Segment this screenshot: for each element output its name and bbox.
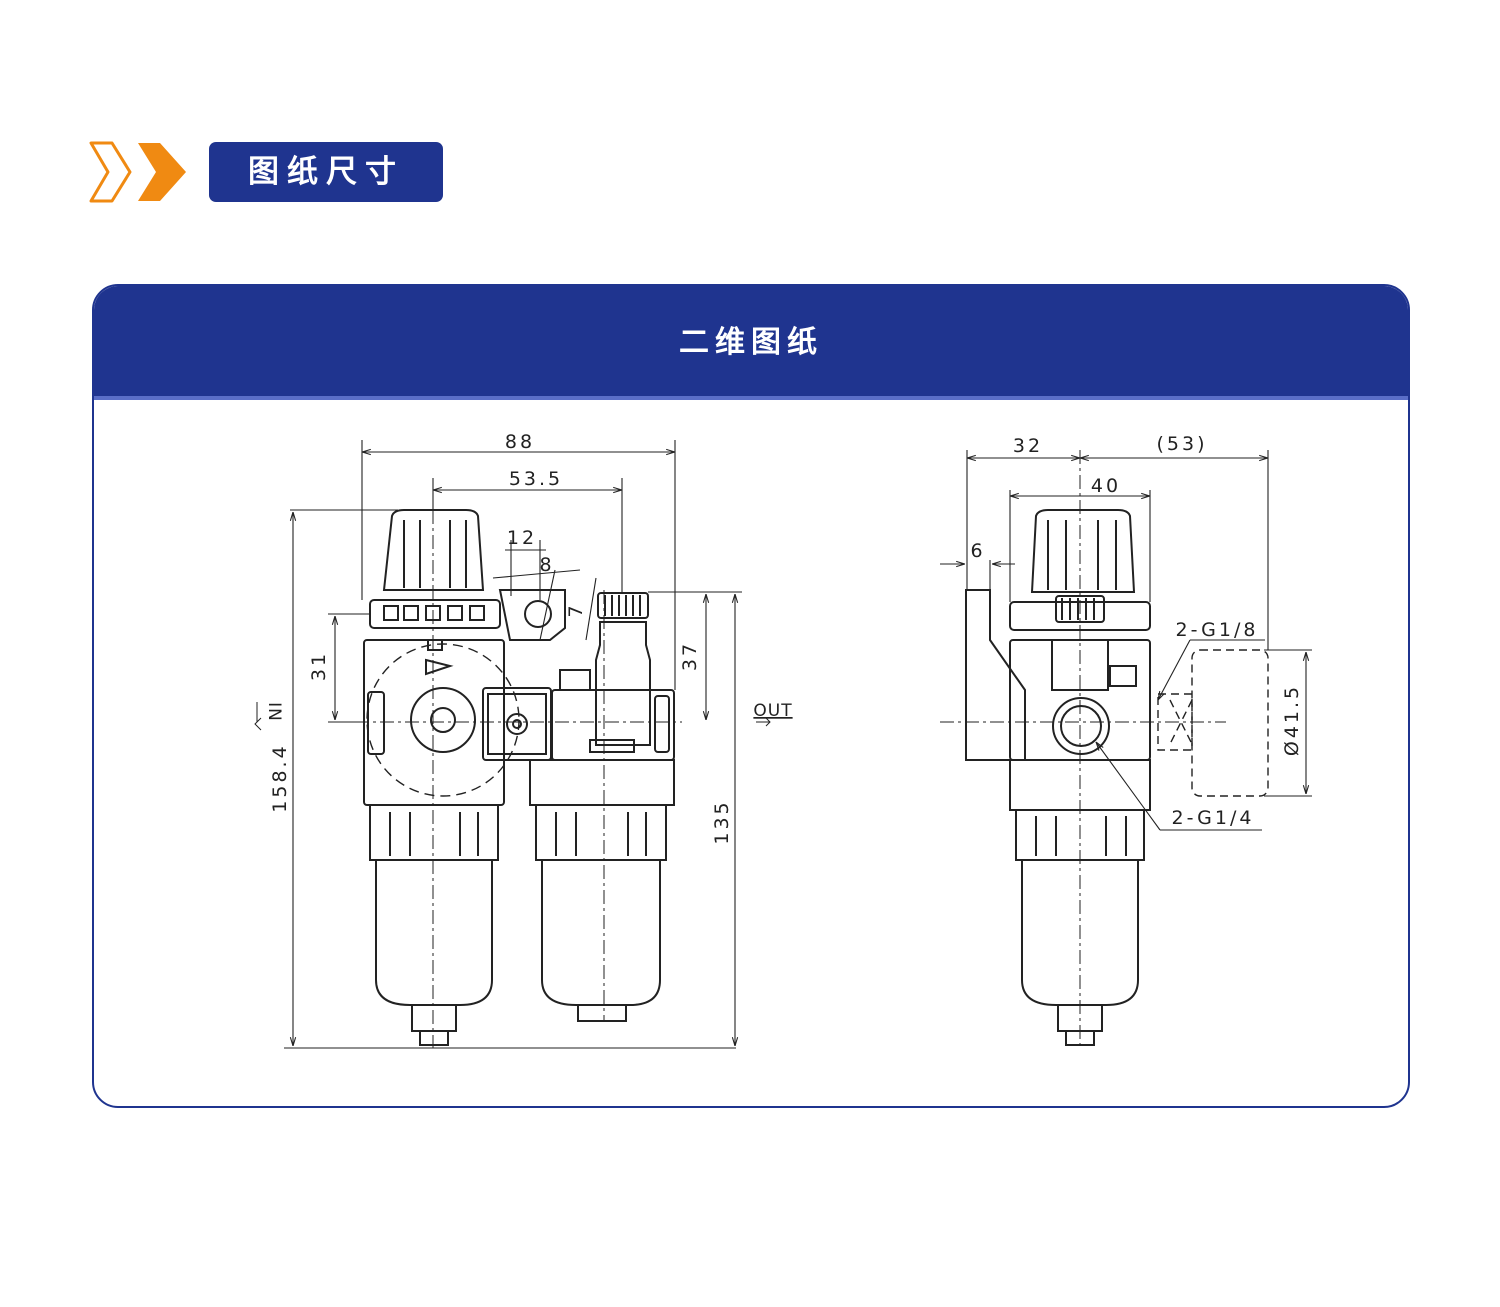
dim-height-31: 31	[308, 651, 330, 681]
dim-bracket-hole: 8	[539, 554, 554, 576]
section-title: 图纸尺寸	[209, 142, 443, 202]
dim-port-g14: 2-G1/4	[1172, 807, 1255, 829]
dim-diameter: Ø41.5	[1281, 684, 1303, 756]
side-bracket	[965, 589, 1026, 761]
dim-height-135: 135	[711, 799, 733, 844]
dim-depth-40: 40	[1091, 475, 1121, 497]
lubricator-top	[559, 592, 651, 746]
gauge-block	[482, 687, 552, 761]
label-in: IN	[264, 702, 284, 722]
dim-port-g18: 2-G1/8	[1176, 619, 1259, 641]
label-out: OUT	[753, 701, 792, 721]
dim-overall-width: 88	[505, 431, 535, 453]
dim-bracket-offset: 7	[565, 602, 587, 617]
side-view: 32 (53) 40 6 2-G1/8 2-G1/4 Ø41.5	[940, 433, 1312, 1048]
filter-bowl	[369, 804, 499, 1046]
dim-height-37: 37	[679, 641, 701, 671]
dim-depth-53: (53)	[1156, 433, 1207, 455]
dim-bracket-width: 12	[507, 527, 537, 549]
panel-title: 二维图纸	[94, 286, 1408, 400]
front-view: 88 53.5 12 8 7 31 37 158.4 135 IN OUT	[254, 431, 792, 1049]
lubricator-body	[551, 689, 675, 761]
dim-bracket-6: 6	[970, 540, 985, 562]
dim-overall-height: 158.4	[269, 743, 291, 812]
lubricator-bowl	[529, 759, 675, 1022]
mounting-bracket	[498, 589, 566, 641]
dim-port-offset: 53.5	[509, 468, 563, 490]
side-knob	[1030, 509, 1136, 593]
double-chevron-icon	[89, 141, 186, 203]
side-gauge	[1157, 649, 1269, 797]
lock-nut	[369, 599, 501, 629]
regulator-knob	[382, 509, 485, 591]
dim-depth-32: 32	[1013, 435, 1043, 457]
drawing-panel: 二维图纸	[92, 284, 1410, 1108]
